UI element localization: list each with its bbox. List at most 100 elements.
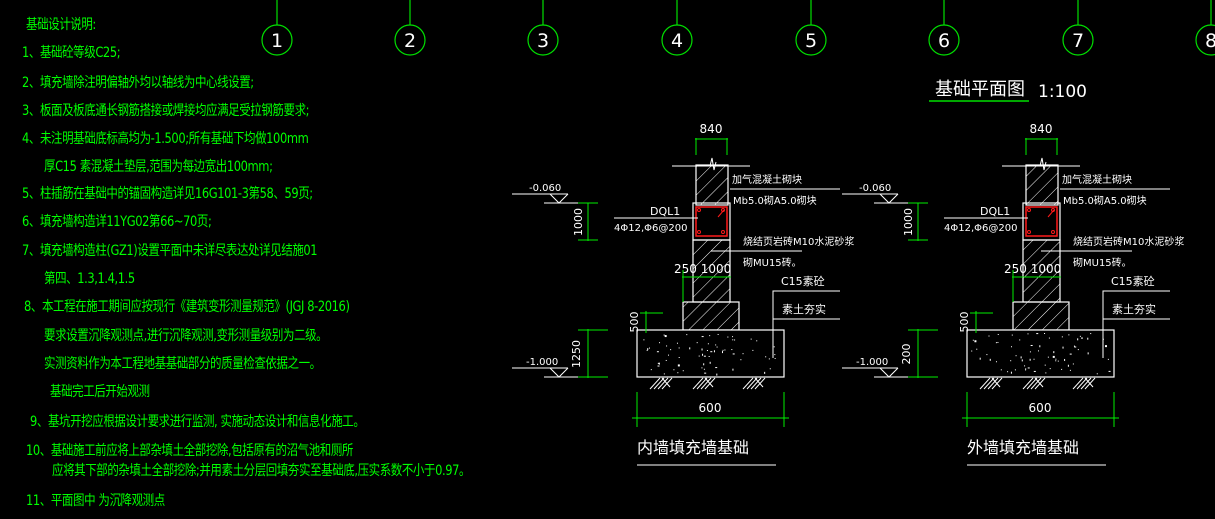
aggregate-dot xyxy=(1073,345,1075,347)
soil-hatch xyxy=(1076,377,1088,390)
aggregate-dot xyxy=(701,348,703,351)
aggregate-dot xyxy=(1057,360,1059,362)
note-line: 第四、1.3,1.4,1.5 xyxy=(44,271,135,287)
rebar-dot xyxy=(1027,230,1031,234)
soil-hatch xyxy=(1080,377,1092,390)
aggregate-dot xyxy=(752,349,754,351)
axis-bubble xyxy=(928,24,960,56)
aggregate-dot xyxy=(716,373,718,376)
aggregate-dot xyxy=(1055,360,1057,362)
concrete-note: C15素砼 xyxy=(781,275,825,288)
soil-hatch xyxy=(1072,377,1084,390)
axis-label: 5 xyxy=(805,30,817,52)
note-line: 实测资料作为本工程地基基础部分的质量检查依据之一。 xyxy=(44,356,321,372)
aggregate-dot xyxy=(989,358,991,361)
aggregate-dot xyxy=(1068,334,1070,336)
beam-rebar: 4Φ12,Φ6@200 xyxy=(944,223,1017,234)
rebar-dot xyxy=(697,208,701,212)
axis-marker: 5 xyxy=(795,0,827,56)
axis-bubble xyxy=(1195,24,1215,56)
soil-hatch xyxy=(661,377,671,388)
aggregate-dot xyxy=(724,349,726,351)
dim-footing-width: 600 xyxy=(699,401,722,415)
soil-hatch xyxy=(1034,377,1044,388)
aggregate-dot xyxy=(1044,333,1046,335)
note-line: 基础完工后开始观测 xyxy=(50,384,150,400)
soil-note: 素土夯实 xyxy=(782,302,826,316)
axis-marker: 1 xyxy=(261,0,293,56)
wall-note-2: Mb5.0砌A5.0砌块 xyxy=(733,195,817,207)
soil-hatch xyxy=(657,377,669,390)
aggregate-dot xyxy=(648,347,650,349)
soil-hatch xyxy=(692,377,704,390)
rebar-dot xyxy=(1051,230,1055,234)
compacted-soil-symbol xyxy=(649,377,673,390)
soil-hatch xyxy=(1084,377,1094,388)
aggregate-dot xyxy=(1036,333,1039,335)
dim-footing-height: 200 xyxy=(900,344,913,365)
aggregate-dot xyxy=(1014,369,1016,371)
note-line: 6、填充墙构造详11YG02第66~70页; xyxy=(22,214,212,230)
aggregate-dot xyxy=(732,336,734,338)
aggregate-dot xyxy=(647,348,649,351)
aggregate-dot xyxy=(706,350,708,352)
aggregate-dot xyxy=(1021,359,1023,362)
aggregate-dot xyxy=(701,336,704,338)
aggregate-dot xyxy=(1061,368,1063,370)
aggregate-dot xyxy=(1025,368,1027,370)
aggregate-dot xyxy=(696,342,698,344)
axis-bubble xyxy=(1062,24,1094,56)
aggregate-dot xyxy=(657,365,660,367)
aggregate-dot xyxy=(1010,371,1012,374)
aggregate-dot xyxy=(1037,350,1039,352)
dim-top-width: 840 xyxy=(1030,122,1053,136)
aggregate-dot xyxy=(732,368,734,371)
note-line: 11、平面图中 为沉降观测点 xyxy=(26,493,165,509)
aggregate-dot xyxy=(707,343,709,345)
aggregate-dot xyxy=(972,339,974,341)
aggregate-dot xyxy=(1027,367,1030,369)
level-marker-top xyxy=(549,193,569,204)
aggregate-dot xyxy=(768,358,770,360)
aggregate-dot xyxy=(727,336,729,338)
aggregate-dot xyxy=(689,347,691,350)
aggregate-dot xyxy=(1055,358,1057,360)
aggregate-dot xyxy=(1029,351,1031,353)
note-line: 4、未注明基础底标高均为-1.500;所有基础下均做100mm xyxy=(22,131,309,147)
aggregate-dot xyxy=(731,349,733,351)
aggregate-dot xyxy=(1079,335,1081,337)
aggregate-dot xyxy=(1108,370,1111,372)
compacted-soil-symbol xyxy=(1022,377,1046,390)
aggregate-dot xyxy=(1010,360,1012,362)
aggregate-dot xyxy=(1015,355,1017,357)
top-level-label: -0.060 xyxy=(529,183,561,194)
aggregate-dot xyxy=(1077,349,1079,351)
aggregate-dot xyxy=(1045,372,1047,374)
aggregate-dot xyxy=(708,355,710,357)
aggregate-dot xyxy=(676,342,678,344)
aggregate-dot xyxy=(650,369,652,371)
bottom-level-label: -1.000 xyxy=(856,357,888,368)
soil-note: 素土夯实 xyxy=(1112,302,1156,316)
aggregate-dot xyxy=(709,335,711,337)
note-line: 应将其下部的杂填土全部挖除;并用素土分层回填夯实至基础底,压实系数不小于0.97… xyxy=(52,463,471,479)
aggregate-dot xyxy=(1011,346,1013,348)
aggregate-dot xyxy=(1039,345,1041,348)
aggregate-dot xyxy=(656,351,659,353)
aggregate-dot xyxy=(704,372,707,374)
dim-top-width: 840 xyxy=(700,122,723,136)
aggregate-dot xyxy=(1067,364,1069,367)
aggregate-dot xyxy=(1096,373,1098,375)
brick-note-1: 烧结页岩砖M10水泥砂浆 xyxy=(1073,235,1184,248)
aggregate-dot xyxy=(1061,336,1063,338)
dim-wall: 250 1000 xyxy=(1004,262,1061,276)
axis-label: 3 xyxy=(537,30,549,52)
aggregate-dot xyxy=(663,334,665,336)
soil-hatch xyxy=(649,377,661,390)
aggregate-dot xyxy=(1007,371,1009,373)
soil-hatch xyxy=(983,377,995,390)
note-line: 8、本工程在施工期间应按现行《建筑变形测量规范》(JGJ 8-2016) xyxy=(24,299,350,315)
compacted-soil-symbol xyxy=(692,377,716,390)
axis-label: 8 xyxy=(1205,30,1215,52)
